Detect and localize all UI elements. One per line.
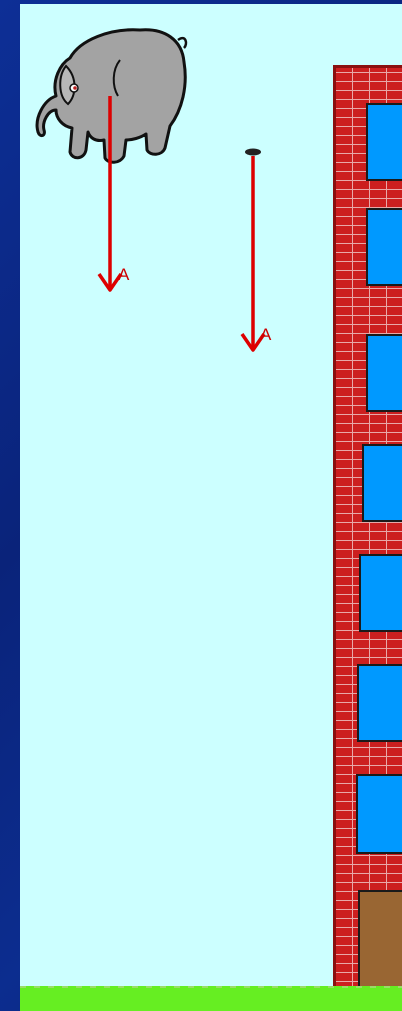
arrow-label-a: A xyxy=(118,265,130,284)
small-object-icon xyxy=(245,149,261,156)
acceleration-arrow-2 xyxy=(242,156,264,350)
arrow-label-a: A xyxy=(260,325,272,344)
